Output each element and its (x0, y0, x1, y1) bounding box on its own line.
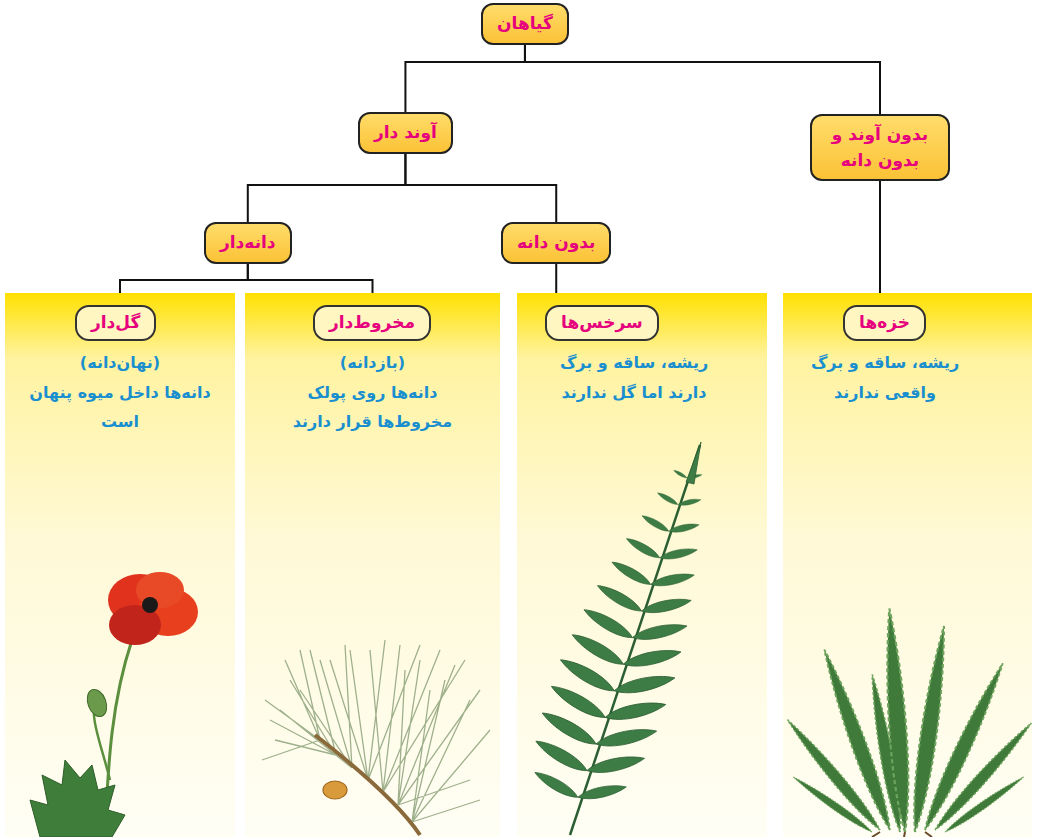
description-area: ریشه، ساقه و برگ دارند اما گل ندارند (539, 348, 729, 407)
group-name: مخروط‌دار (329, 310, 415, 336)
pine-illustration (245, 293, 500, 837)
group-description: دانه‌ها روی پولک مخروط‌ها قرار دارند (275, 378, 470, 437)
group-name: گل‌دار (91, 310, 140, 336)
group-panel: ریشه، ساقه و برگ دارند اما گل ندارند سرخس… (517, 293, 767, 837)
category-box: آوند دار (358, 112, 453, 154)
group-description: ریشه، ساقه و برگ واقعی ندارند (805, 348, 965, 407)
moss-illustration (783, 293, 1032, 837)
category-name: آوند دار (374, 120, 437, 146)
description-area: (نهان‌دانه)دانه‌ها داخل میوه پنهان است (25, 348, 215, 437)
poppy-illustration (5, 293, 235, 837)
group-description: دانه‌ها داخل میوه پنهان است (25, 378, 215, 437)
group-panel: (بازدانه)دانه‌ها روی پولک مخروط‌ها قرار … (245, 293, 500, 837)
category-box: گیاهان (481, 3, 569, 45)
category-box: دانه‌دار (204, 222, 292, 264)
group-description: ریشه، ساقه و برگ دارند اما گل ندارند (539, 348, 729, 407)
group-label-box: گل‌دار (75, 305, 156, 341)
category-box: بدون آوند و بدون دانه (810, 114, 950, 181)
tree-connector (405, 45, 525, 113)
group-description: (بازدانه) (275, 348, 470, 378)
tree-connector (555, 264, 557, 294)
tree-connector (405, 154, 556, 223)
category-name: بدون دانه (517, 230, 595, 256)
category-name: دانه‌دار (220, 230, 276, 256)
tree-connector (525, 45, 880, 115)
category-name: بدون آوند و بدون دانه (826, 122, 934, 173)
description-area: (بازدانه)دانه‌ها روی پولک مخروط‌ها قرار … (275, 348, 470, 437)
description-area: ریشه، ساقه و برگ واقعی ندارند (805, 348, 965, 407)
tree-connector (248, 264, 373, 294)
group-name: سرخس‌ها (561, 310, 643, 336)
group-panel: (نهان‌دانه)دانه‌ها داخل میوه پنهان است گل… (5, 293, 235, 837)
group-label-box: مخروط‌دار (313, 305, 431, 341)
fern-illustration (517, 293, 767, 837)
group-label-box: سرخس‌ها (545, 305, 659, 341)
group-label-box: خزه‌ها (843, 305, 926, 341)
category-name: گیاهان (497, 11, 553, 37)
tree-connector (120, 264, 248, 294)
group-description: (نهان‌دانه) (25, 348, 215, 378)
group-name: خزه‌ها (859, 310, 910, 336)
group-panel: ریشه، ساقه و برگ واقعی ندارند خزه‌ها (783, 293, 1032, 837)
tree-connector (248, 154, 406, 223)
tree-connector (879, 181, 881, 293)
category-box: بدون دانه (501, 222, 611, 264)
